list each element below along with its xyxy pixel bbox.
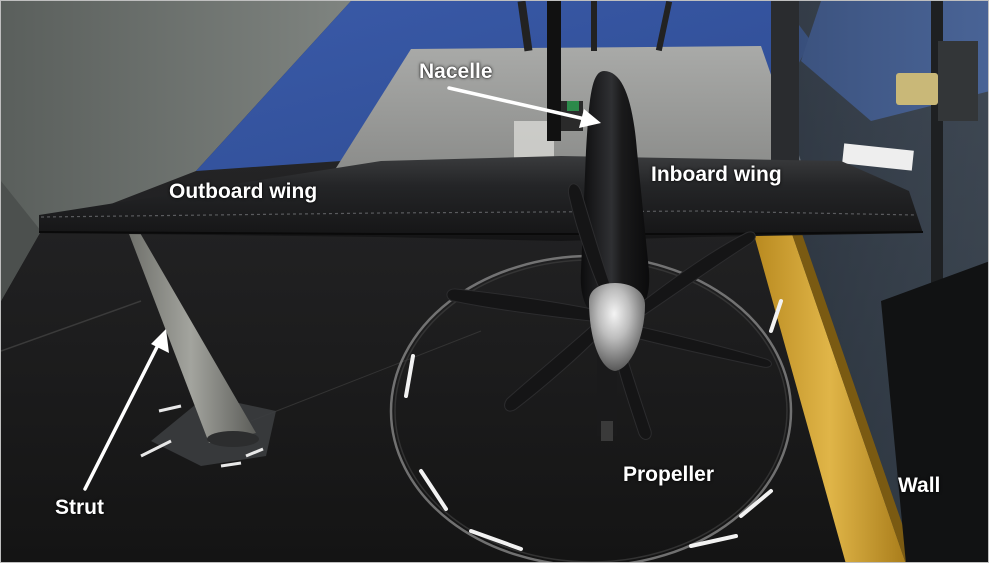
label-wall: Wall bbox=[898, 474, 941, 497]
label-outboard-wing: Outboard wing bbox=[169, 180, 318, 203]
label-propeller: Propeller bbox=[623, 463, 715, 486]
label-strut: Strut bbox=[55, 496, 104, 519]
label-nacelle: Nacelle bbox=[419, 60, 493, 83]
label-inboard-wing: Inboard wing bbox=[651, 163, 782, 186]
